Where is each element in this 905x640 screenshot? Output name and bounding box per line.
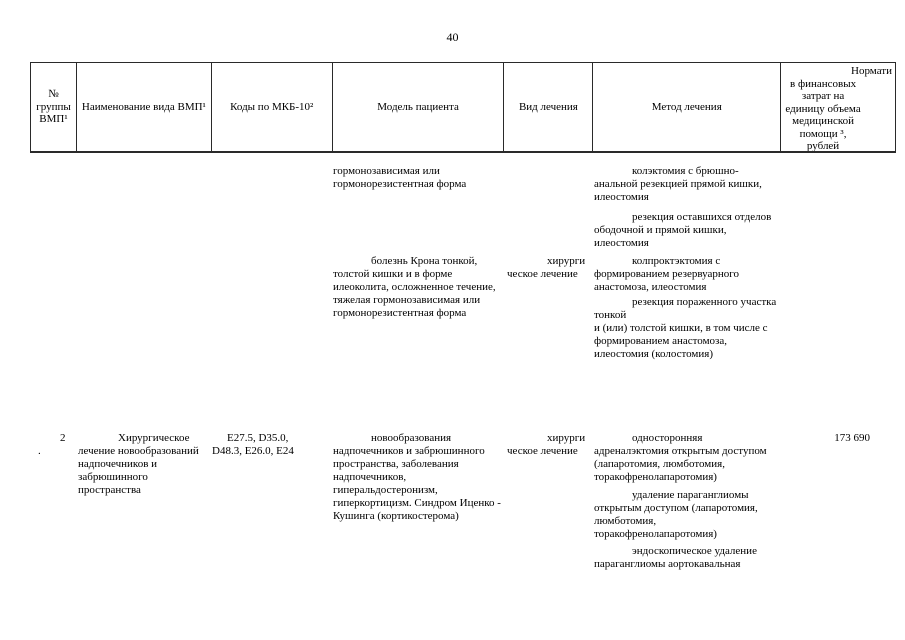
row2-treatment-kind: хирурги ческое лечение — [507, 432, 586, 457]
header-cell-group-no: № группы ВМП¹ — [31, 63, 77, 151]
row1-method-p1: колэктомия с брюшно- анальной резекцией … — [594, 165, 762, 203]
vmp-table-header: № группы ВМП¹ Наименование вида ВМП¹ Код… — [30, 62, 896, 153]
row2-method-p2: удаление параганглиомы открытым доступом… — [594, 489, 758, 540]
row1-patient-model-p1: гормонозависимая или гормонорезистентная… — [333, 165, 467, 190]
header-tariff-rest: в финансовых затрат на единицу объема ме… — [785, 77, 861, 152]
header-cell-patient-model: Модель пациента — [333, 63, 505, 151]
row1-method-p2: резекция оставшихся отделов ободочной и … — [594, 211, 772, 249]
row2-vmp-name: Хирургическое лечение новообразований на… — [78, 432, 199, 496]
row1-patient-model-p2: болезнь Крона тонкой, толстой кишки и в … — [333, 255, 496, 319]
row1-method-p4: резекция пораженного участка тонкой и (и… — [594, 296, 777, 360]
row2-group-no: 2 . — [38, 432, 66, 457]
page-number: 40 — [446, 30, 459, 44]
header-cell-treatment-kind: Вид лечения — [504, 63, 594, 151]
row2-method-p3: эндоскопическое удаление параганглиомы а… — [594, 545, 757, 570]
header-cell-icd-codes: Коды по МКБ-10² — [212, 63, 333, 151]
row2-patient-model: новообразования надпочечников и забрюшин… — [333, 432, 501, 522]
header-cell-treatment-method: Метод лечения — [593, 63, 782, 151]
row1-method-p3: колпроктэктомия с формированием резервуа… — [594, 255, 740, 293]
header-cell-vmp-name: Наименование вида ВМП¹ — [77, 63, 212, 151]
row2-tariff: 173 690 — [834, 432, 870, 444]
header-tariff-line1: Нормати — [851, 65, 892, 77]
row2-method-p1: односторонняя адреналэктомия открытым до… — [594, 432, 767, 483]
row1-treatment-kind: хирурги ческое лечение — [507, 255, 586, 280]
row2-icd-codes: E27.5, D35.0, D48.3, E26.0, E24 — [212, 432, 294, 457]
header-cell-tariff: Нормати в финансовых затрат на единицу о… — [781, 63, 896, 151]
